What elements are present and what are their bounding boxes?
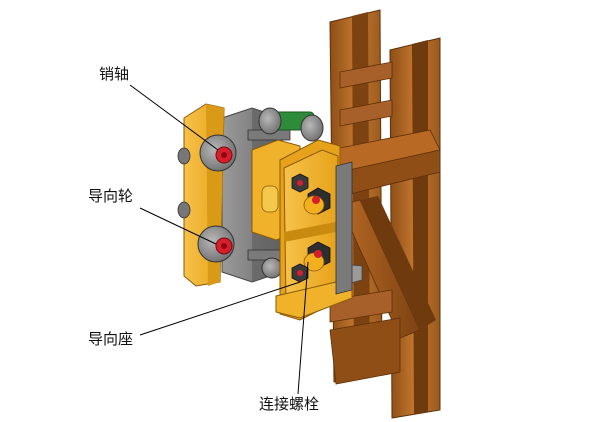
connect-bolts xyxy=(291,173,331,283)
axle xyxy=(258,107,324,142)
guide-seat xyxy=(275,139,363,321)
label-guide-wheel: 导向轮 xyxy=(88,187,134,205)
label-connect-bolt: 连接螺栓 xyxy=(259,395,320,413)
leader-pin xyxy=(129,84,219,151)
leader-guide-seat xyxy=(139,281,301,336)
leader-connect-bolt xyxy=(297,261,309,395)
label-pin: 销轴 xyxy=(99,65,130,83)
leader-guide-wheel xyxy=(139,207,217,245)
guide-wheel-upper xyxy=(199,134,237,172)
label-guide-seat: 导向座 xyxy=(88,330,134,348)
